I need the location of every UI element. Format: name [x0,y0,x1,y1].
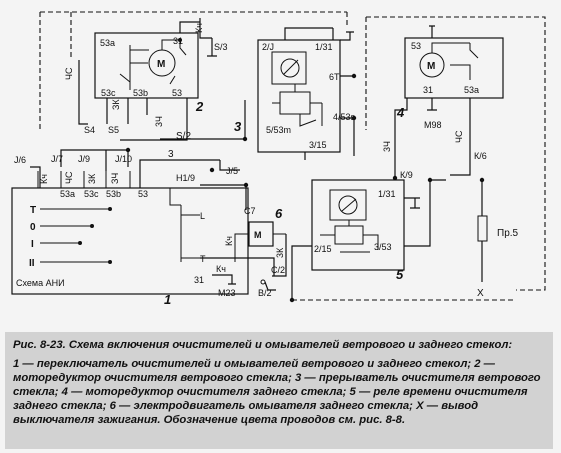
label-k6: К/6 [474,151,487,161]
pin-31-box4: 31 [423,85,433,95]
time-relay-5: 1/31 2/15 3/53 5 [311,179,405,282]
switch-pos-ii: II [29,258,35,269]
pin-53b-box2: 53b [133,88,148,98]
pin-553m-box3: 5/53m [266,125,291,135]
caption-title: Рис. 8-23. Схема включения очистителей и… [13,339,513,351]
pin-53b-box1: 53b [106,189,121,199]
label-chs-right: ЧС [454,130,464,143]
label-kch-box1: Кч [39,174,49,184]
label-3ch-box2: 3Ч [154,116,164,127]
label-m23: M23 [218,288,236,298]
pin-353-box5: 3/53 [374,242,392,252]
pump-frame [248,221,274,247]
pin-t-box1: T [200,254,206,264]
ref-6: 6 [275,206,283,221]
label-chs-box1: ЧС [64,171,74,184]
box-5-frame [311,179,405,271]
pin-53-box1: 53 [138,189,148,199]
label-j6: J/6 [14,155,26,165]
box-1-frame [11,187,249,295]
label-x: X [477,288,484,299]
motor-label-4: M [427,61,435,72]
pin-53c-box2: 53c [101,88,116,98]
fuse-symbol [477,215,488,242]
label-s3: S/3 [214,42,228,52]
label-three: 3 [168,149,174,160]
pin-31-box1: 31 [194,275,204,285]
motor-label-6: M [254,230,262,240]
label-j9: J/9 [78,154,90,164]
caption-legend: 1 — переключатель очистителей и омывател… [13,358,541,426]
pin-53a-box4: 53a [464,85,479,95]
label-fuse: Пр.5 [497,228,519,239]
switch-pos-t: T [30,205,36,216]
pin-131-box5: 1/31 [378,189,396,199]
pin-131-box3: 1/31 [315,42,333,52]
label-3ch-right: 3Ч [382,141,392,152]
ref-5: 5 [396,267,404,282]
box-2-frame [94,32,199,99]
label-kch-pump: Кч [224,236,234,246]
label-b2: В/2 [258,288,272,298]
ref-3: 3 [234,119,242,134]
label-chs-left: ЧС [64,67,74,80]
label-c2: C/2 [271,265,285,275]
label-s4: S4 [84,125,95,135]
figure-caption: Рис. 8-23. Схема включения очистителей и… [5,332,553,449]
pin-l-box1: L [200,211,205,221]
washer-pump-6: M 6 C7 Кч 3К [224,206,286,262]
label-k9: К/9 [400,170,413,180]
pin-315-box3: 3/15 [309,140,327,150]
switch-caption: Схема АНИ [16,278,65,288]
label-zk-box2: ЗК [111,99,121,110]
label-s2: S/2 [176,131,191,142]
pin-c7: C7 [244,206,256,216]
box-3-frame [257,39,341,153]
pin-53a-box2: 53a [100,38,115,48]
box-4-frame [404,37,504,99]
label-m98: M98 [424,120,442,130]
switch-pos-i: I [31,239,34,250]
label-3k-box1: 3К [87,173,97,184]
switch-pos-0: 0 [30,222,36,233]
label-kch-top: Кч [194,23,204,33]
pin-453s-box3: 4/53s [333,112,356,122]
pin-53-box4: 53 [411,41,421,51]
label-j5: J/5 [226,166,238,176]
wiper-motor-2: M 53a 31 53c 53b 53 2 [94,32,204,114]
label-kch-31: Кч [216,264,226,274]
interrupter-3: 2/J 1/31 6Т 5/53m 4/53s 3/15 3 [234,39,356,153]
label-s5: S5 [108,125,119,135]
pin-53a-box1: 53a [60,189,75,199]
ref-1: 1 [164,292,171,307]
label-j7: J/7 [51,154,63,164]
label-j10: J/10 [115,154,132,164]
label-3k-pump: 3К [275,247,285,258]
pin-6t-box3: 6Т [329,72,340,82]
switch-box-1: T 0 I II Схема АНИ 1 53a 53c 53b 53 L T … [11,171,249,307]
rear-wiper-motor-4: M 53 31 53a 4 [396,37,504,120]
label-h19: H1/9 [176,173,195,183]
ref-4: 4 [396,105,405,120]
pin-53-box2: 53 [172,88,182,98]
pin-31-box2: 31 [173,36,183,46]
label-3ch-box1: ЗЧ [110,173,120,184]
motor-label-2: M [157,59,165,70]
pin-2j-box3: 2/J [262,42,274,52]
ref-2: 2 [195,99,204,114]
pin-215-box5: 2/15 [314,244,332,254]
pin-53c-box1: 53c [84,189,99,199]
wiring-diagram: M 53a 31 53c 53b 53 2 Кч S/3 ЧС S4 S5 ЗК… [11,11,546,307]
